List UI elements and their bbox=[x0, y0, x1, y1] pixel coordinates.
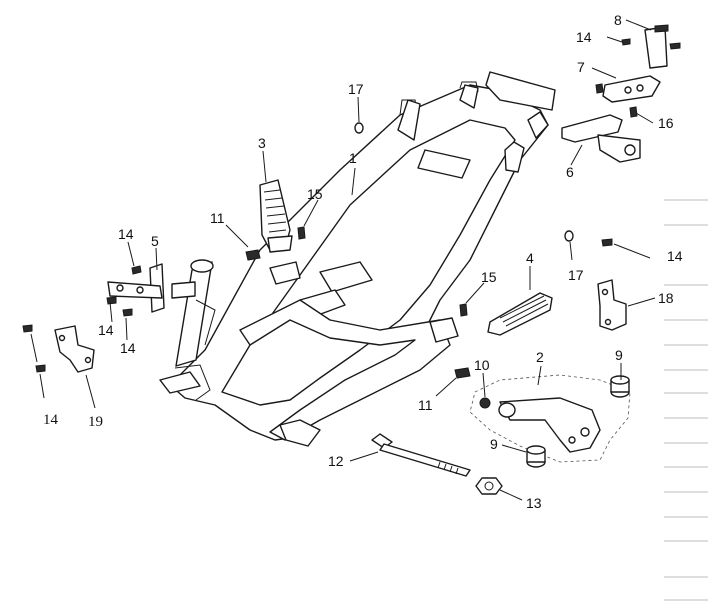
callout-4: 4 bbox=[526, 250, 534, 266]
callout-15-lower: 15 bbox=[481, 269, 497, 285]
bracket-part-2 bbox=[469, 374, 631, 463]
frame-part-1 bbox=[159, 71, 556, 447]
nut-part-13 bbox=[475, 477, 503, 495]
callout-8: 8 bbox=[614, 12, 622, 28]
callout-11-upper: 11 bbox=[210, 210, 225, 226]
callout-17-upper: 17 bbox=[348, 81, 364, 97]
callout-14-right: 14 bbox=[667, 248, 683, 264]
washer-part-10 bbox=[479, 397, 491, 409]
callout-14-top-right: 14 bbox=[576, 29, 592, 45]
callout-5: 5 bbox=[151, 233, 159, 249]
buffer-part-9-upper bbox=[610, 375, 630, 398]
bracket-part-5 bbox=[107, 263, 196, 313]
footrest-bracket-part-3 bbox=[259, 179, 293, 253]
callout-14-mid-left: 14 bbox=[98, 322, 114, 338]
callout-12: 12 bbox=[328, 453, 344, 469]
bolt-part-12 bbox=[371, 433, 471, 477]
plate-part-18 bbox=[597, 279, 627, 331]
buffer-part-9-lower bbox=[526, 445, 546, 468]
callout-numbers: 1 2 3 4 5 6 7 8 9 9 10 11 11 12 13 14 14… bbox=[43, 12, 674, 511]
footrest-part-4 bbox=[487, 292, 553, 336]
callout-14-lower-left: 14 bbox=[120, 340, 136, 356]
callout-17-lower: 17 bbox=[568, 267, 584, 283]
callout-14-upper-left: 14 bbox=[118, 226, 134, 242]
callout-10: 10 bbox=[474, 357, 490, 373]
callout-9-lower: 9 bbox=[490, 436, 498, 452]
callout-13: 13 bbox=[526, 495, 542, 511]
callout-18: 18 bbox=[658, 290, 674, 306]
callout-3: 3 bbox=[258, 135, 266, 151]
bracket-part-7 bbox=[602, 75, 661, 103]
callout-19: 19 bbox=[88, 414, 103, 430]
callout-15-upper: 15 bbox=[307, 186, 323, 202]
plate-part-19 bbox=[54, 325, 95, 373]
fasteners bbox=[22, 38, 681, 379]
callout-6: 6 bbox=[566, 164, 574, 180]
callout-7: 7 bbox=[577, 59, 585, 75]
bracket-part-8 bbox=[644, 24, 669, 69]
callout-2: 2 bbox=[536, 349, 544, 365]
callout-14-bottom-left: 14 bbox=[43, 412, 59, 428]
margin-rules bbox=[664, 199, 708, 601]
bracket-part-6 bbox=[561, 114, 641, 163]
callout-16: 16 bbox=[658, 115, 674, 131]
callout-9-upper: 9 bbox=[615, 347, 623, 363]
callout-11-lower: 11 bbox=[418, 397, 433, 413]
callout-1: 1 bbox=[349, 150, 357, 166]
leader-lines bbox=[30, 19, 656, 501]
